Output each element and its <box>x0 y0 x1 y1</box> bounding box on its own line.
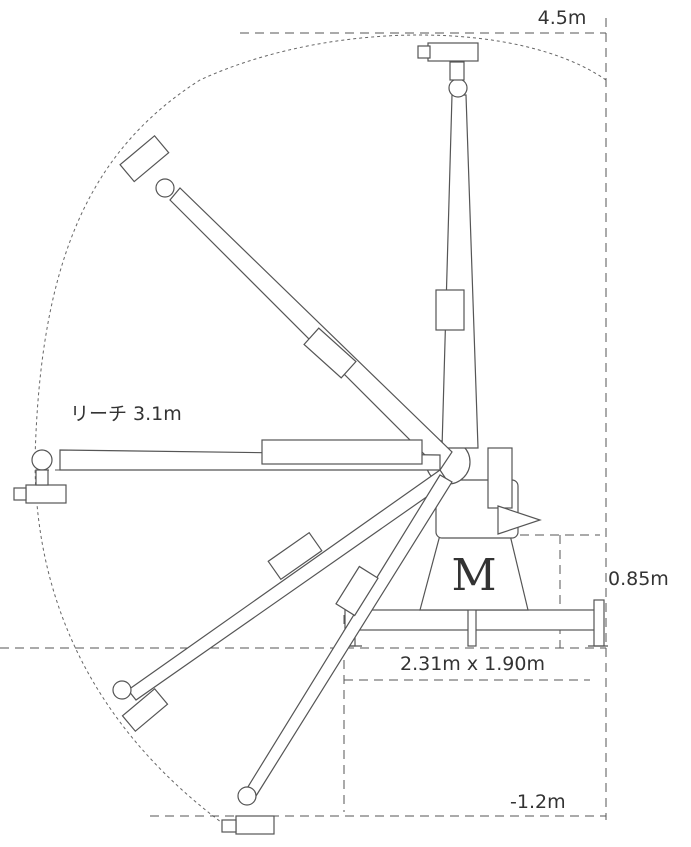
arm-horizontal <box>13 439 441 504</box>
crane-pivot-head <box>425 439 542 539</box>
reach-label: リーチ 3.1m <box>70 403 182 425</box>
max-height-label: 4.5m <box>538 7 587 29</box>
base-size-label: 2.31m x 1.90m <box>400 653 545 675</box>
min-height-label: -1.2m <box>510 791 566 813</box>
base-height-label: 0.85m <box>608 568 669 590</box>
base-logo: M <box>451 550 496 601</box>
arm-upper-left <box>119 134 453 471</box>
arm-vertical <box>417 42 479 449</box>
arm-lower-steep <box>221 474 453 835</box>
reach-arc <box>34 34 607 826</box>
crane-base: M <box>340 534 608 647</box>
arm-lower-left <box>112 469 449 733</box>
